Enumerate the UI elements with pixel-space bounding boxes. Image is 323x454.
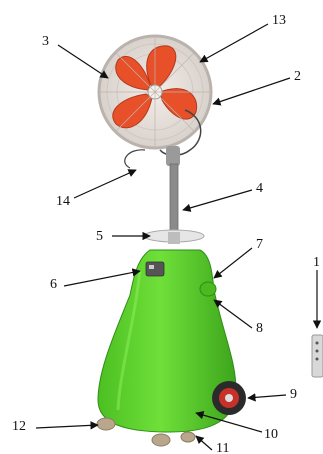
water-inlet	[200, 282, 216, 296]
leader-7	[214, 248, 252, 278]
leader-9	[248, 395, 286, 398]
callout-6: 6	[50, 277, 57, 292]
callout-14: 14	[56, 194, 70, 209]
leader-6	[64, 271, 140, 286]
front-foot-left	[97, 418, 115, 430]
leader-13	[200, 24, 268, 62]
callout-11: 11	[216, 441, 229, 454]
callout-2: 2	[294, 69, 301, 84]
remote-control	[312, 335, 323, 377]
leader-14	[74, 170, 136, 198]
telescopic-pole	[170, 164, 178, 232]
rear-wheel	[212, 381, 246, 415]
callout-3: 3	[42, 34, 49, 49]
mist-hose-left	[125, 150, 145, 168]
leader-4	[183, 190, 252, 210]
callout-1: 1	[313, 255, 320, 270]
callout-7: 7	[256, 237, 263, 252]
fan-head	[99, 36, 211, 168]
leader-3	[58, 45, 108, 78]
leader-11	[196, 436, 212, 450]
leader-2	[213, 78, 290, 104]
callout-5: 5	[96, 229, 103, 244]
callout-10: 10	[264, 427, 278, 442]
front-foot-right	[152, 434, 170, 446]
fan-guard-spokes	[99, 36, 211, 148]
callout-12: 12	[12, 419, 26, 434]
callout-8: 8	[256, 321, 263, 336]
callout-9: 9	[290, 387, 297, 402]
front-foot-mid	[181, 432, 195, 442]
control-panel	[146, 262, 164, 276]
callout-13: 13	[272, 13, 286, 28]
callout-4: 4	[256, 181, 263, 196]
leader-12	[36, 425, 98, 428]
motor-neck	[166, 146, 180, 166]
